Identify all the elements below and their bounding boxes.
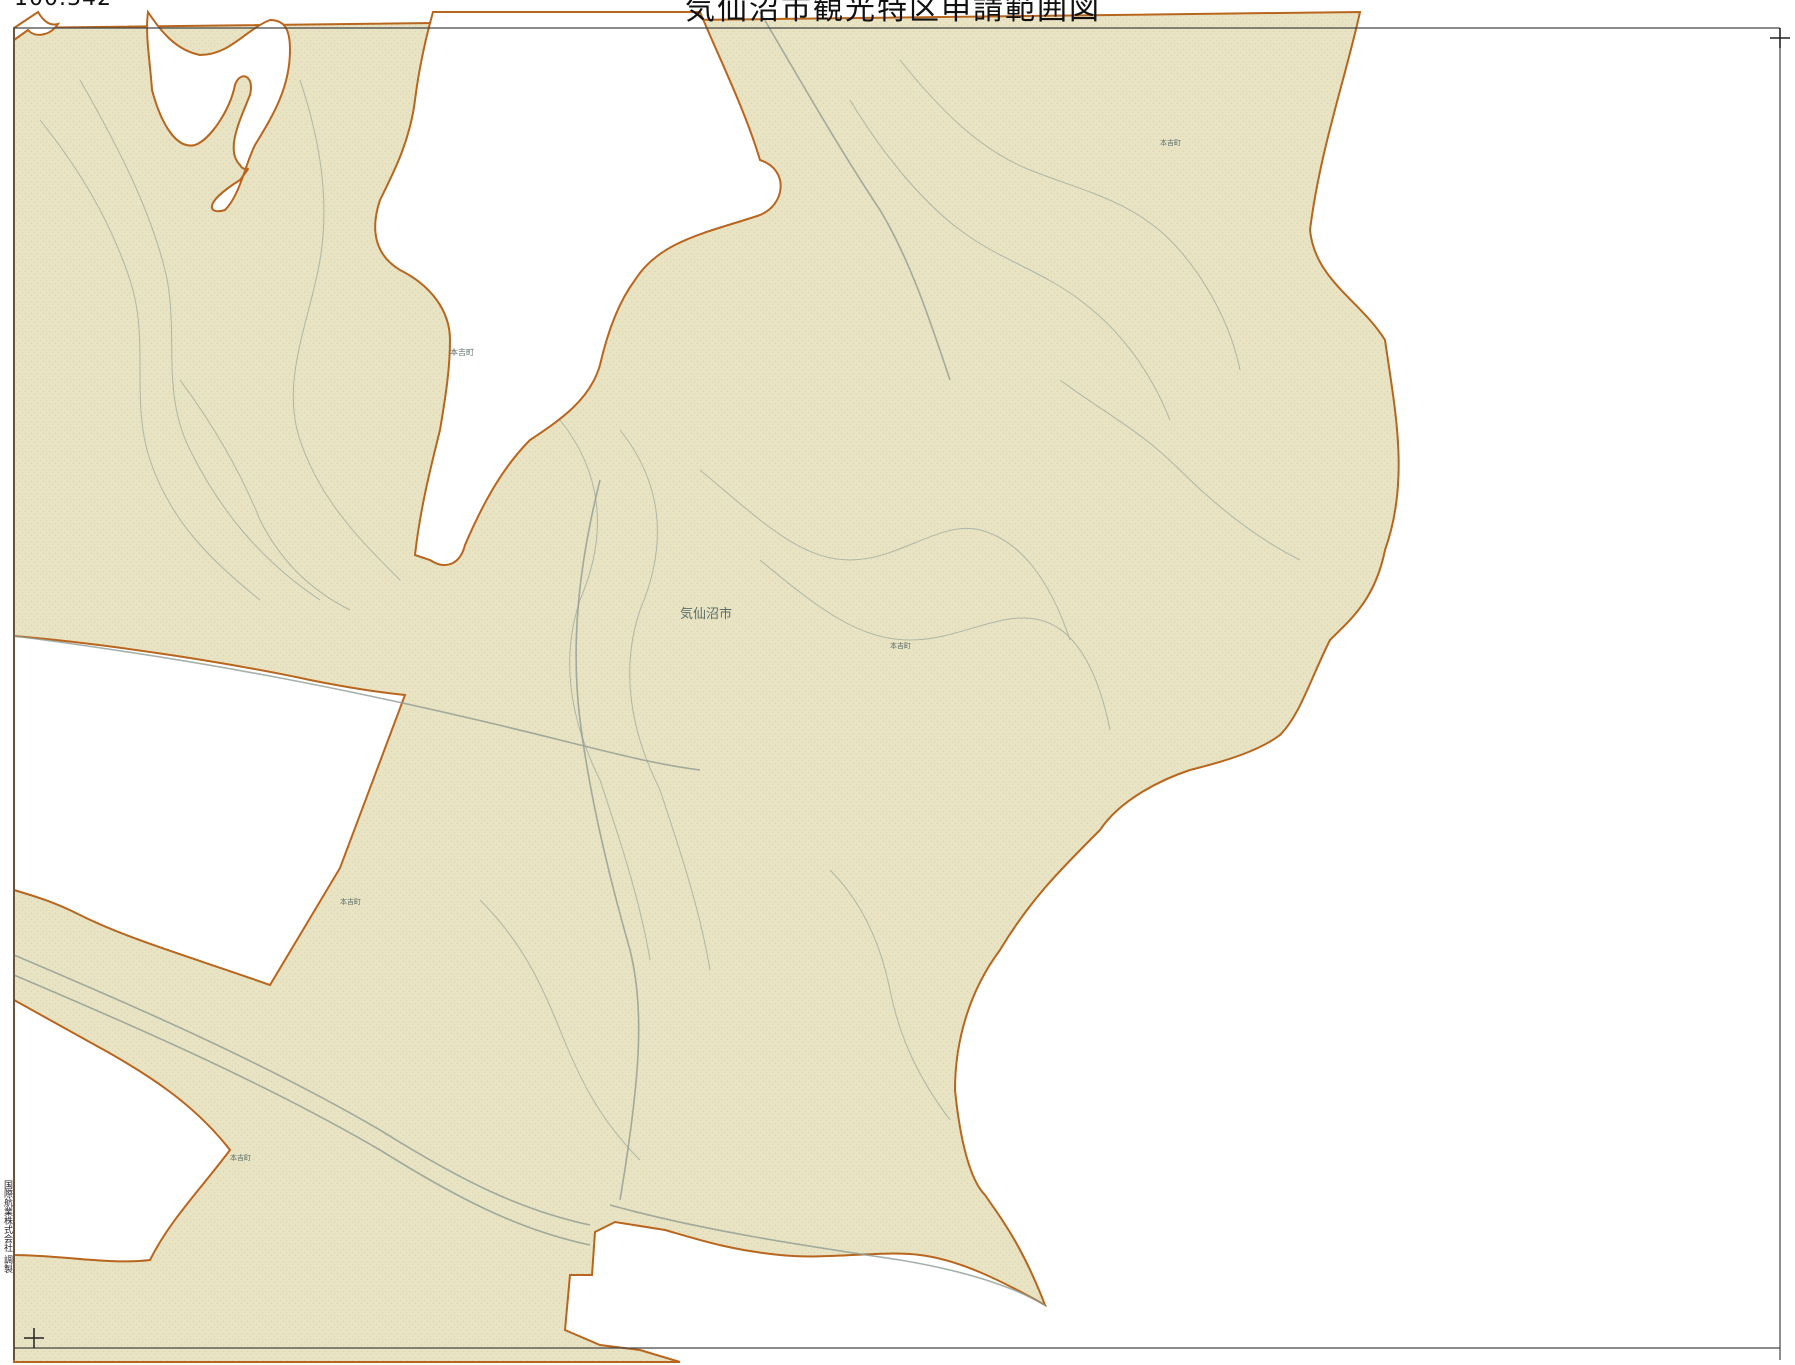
town-label: 本吉町 xyxy=(1160,138,1181,147)
town-label: 本吉町 xyxy=(340,897,361,906)
excluded-area-west xyxy=(13,634,407,987)
excluded-area-northwest xyxy=(146,9,292,213)
city-label: 気仙沼市 xyxy=(680,606,732,622)
town-label: 本吉町 xyxy=(890,641,911,650)
registration-marks xyxy=(24,28,1790,1348)
publisher-credit: 国際航業株式会社 調製 xyxy=(2,1180,12,1273)
excluded-area-northwest-2 xyxy=(13,10,61,42)
town-label: 本吉町 xyxy=(450,347,474,357)
map-frame xyxy=(13,27,1781,1360)
zone-area xyxy=(13,10,1400,1363)
roads xyxy=(13,11,1046,1306)
town-label: 本吉町 xyxy=(230,1153,251,1162)
excluded-area-north xyxy=(374,11,782,566)
excluded-area-southwest xyxy=(13,998,232,1263)
terrain-contours xyxy=(39,59,1301,1161)
